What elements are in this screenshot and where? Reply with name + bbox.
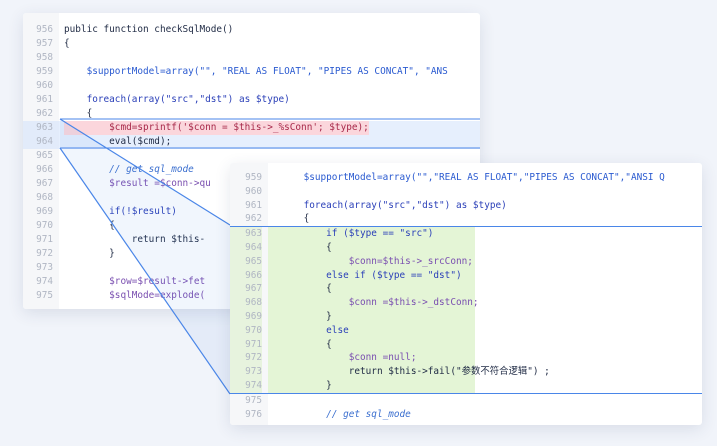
code-line: 958 — [36, 52, 53, 63]
code-line: 960 — [245, 185, 262, 197]
code-line: 962 { — [36, 108, 93, 119]
code-line: 961 foreach(array("src","dst") as $type) — [36, 94, 290, 105]
code-line: 968 — [36, 192, 53, 203]
code-line-highlighted: 964 { — [230, 240, 702, 255]
code-line: 976 // get sql_mode — [245, 408, 411, 420]
code-line: 960 — [36, 80, 53, 91]
code-line-highlighted: 974 } — [230, 378, 702, 394]
code-line: 959 $supportModel=array("","REAL AS FLOA… — [245, 172, 665, 183]
code-line: 957{ — [36, 38, 70, 49]
code-line-highlighted: 967 { — [230, 282, 702, 297]
code-line-selected: 964 eval($cmd); — [23, 135, 480, 149]
code-line: 961 foreach(array("src","dst") as $type) — [245, 199, 507, 211]
code-line: 975 — [245, 394, 262, 406]
code-line-highlighted: 971 { — [230, 337, 702, 352]
code-line: 965 — [36, 150, 53, 161]
code-line: 973 — [36, 262, 53, 273]
code-line-highlighted: 966 else if ($type == "dst") — [230, 268, 702, 283]
code-line: 959 $supportModel=array("", "REAL AS FLO… — [36, 66, 448, 77]
code-line-highlighted: 972 $conn =null; — [230, 351, 702, 366]
code-line-selected: 963 $cmd=sprintf('$conn = $this->_%sConn… — [23, 121, 480, 135]
code-line-highlighted: 965 $conn=$this->_srcConn; — [230, 254, 702, 269]
code-line-highlighted: 968 $conn =$this->_dstConn; — [230, 296, 702, 310]
code-lines: 959 $supportModel=array("","REAL AS FLOA… — [230, 171, 702, 421]
code-line: 962 { — [245, 213, 310, 225]
code-line-highlighted: 970 else — [230, 323, 702, 338]
code-line-highlighted: 963 if ($type == "src") — [230, 226, 702, 241]
line-number-gutter — [23, 13, 59, 309]
code-line-highlighted: 973 return $this->fail("参数不符合逻辑") ; — [230, 365, 702, 379]
code-panel-zoomed: 959 $supportModel=array("","REAL AS FLOA… — [230, 163, 702, 425]
code-line-highlighted: 969 } — [230, 309, 702, 324]
